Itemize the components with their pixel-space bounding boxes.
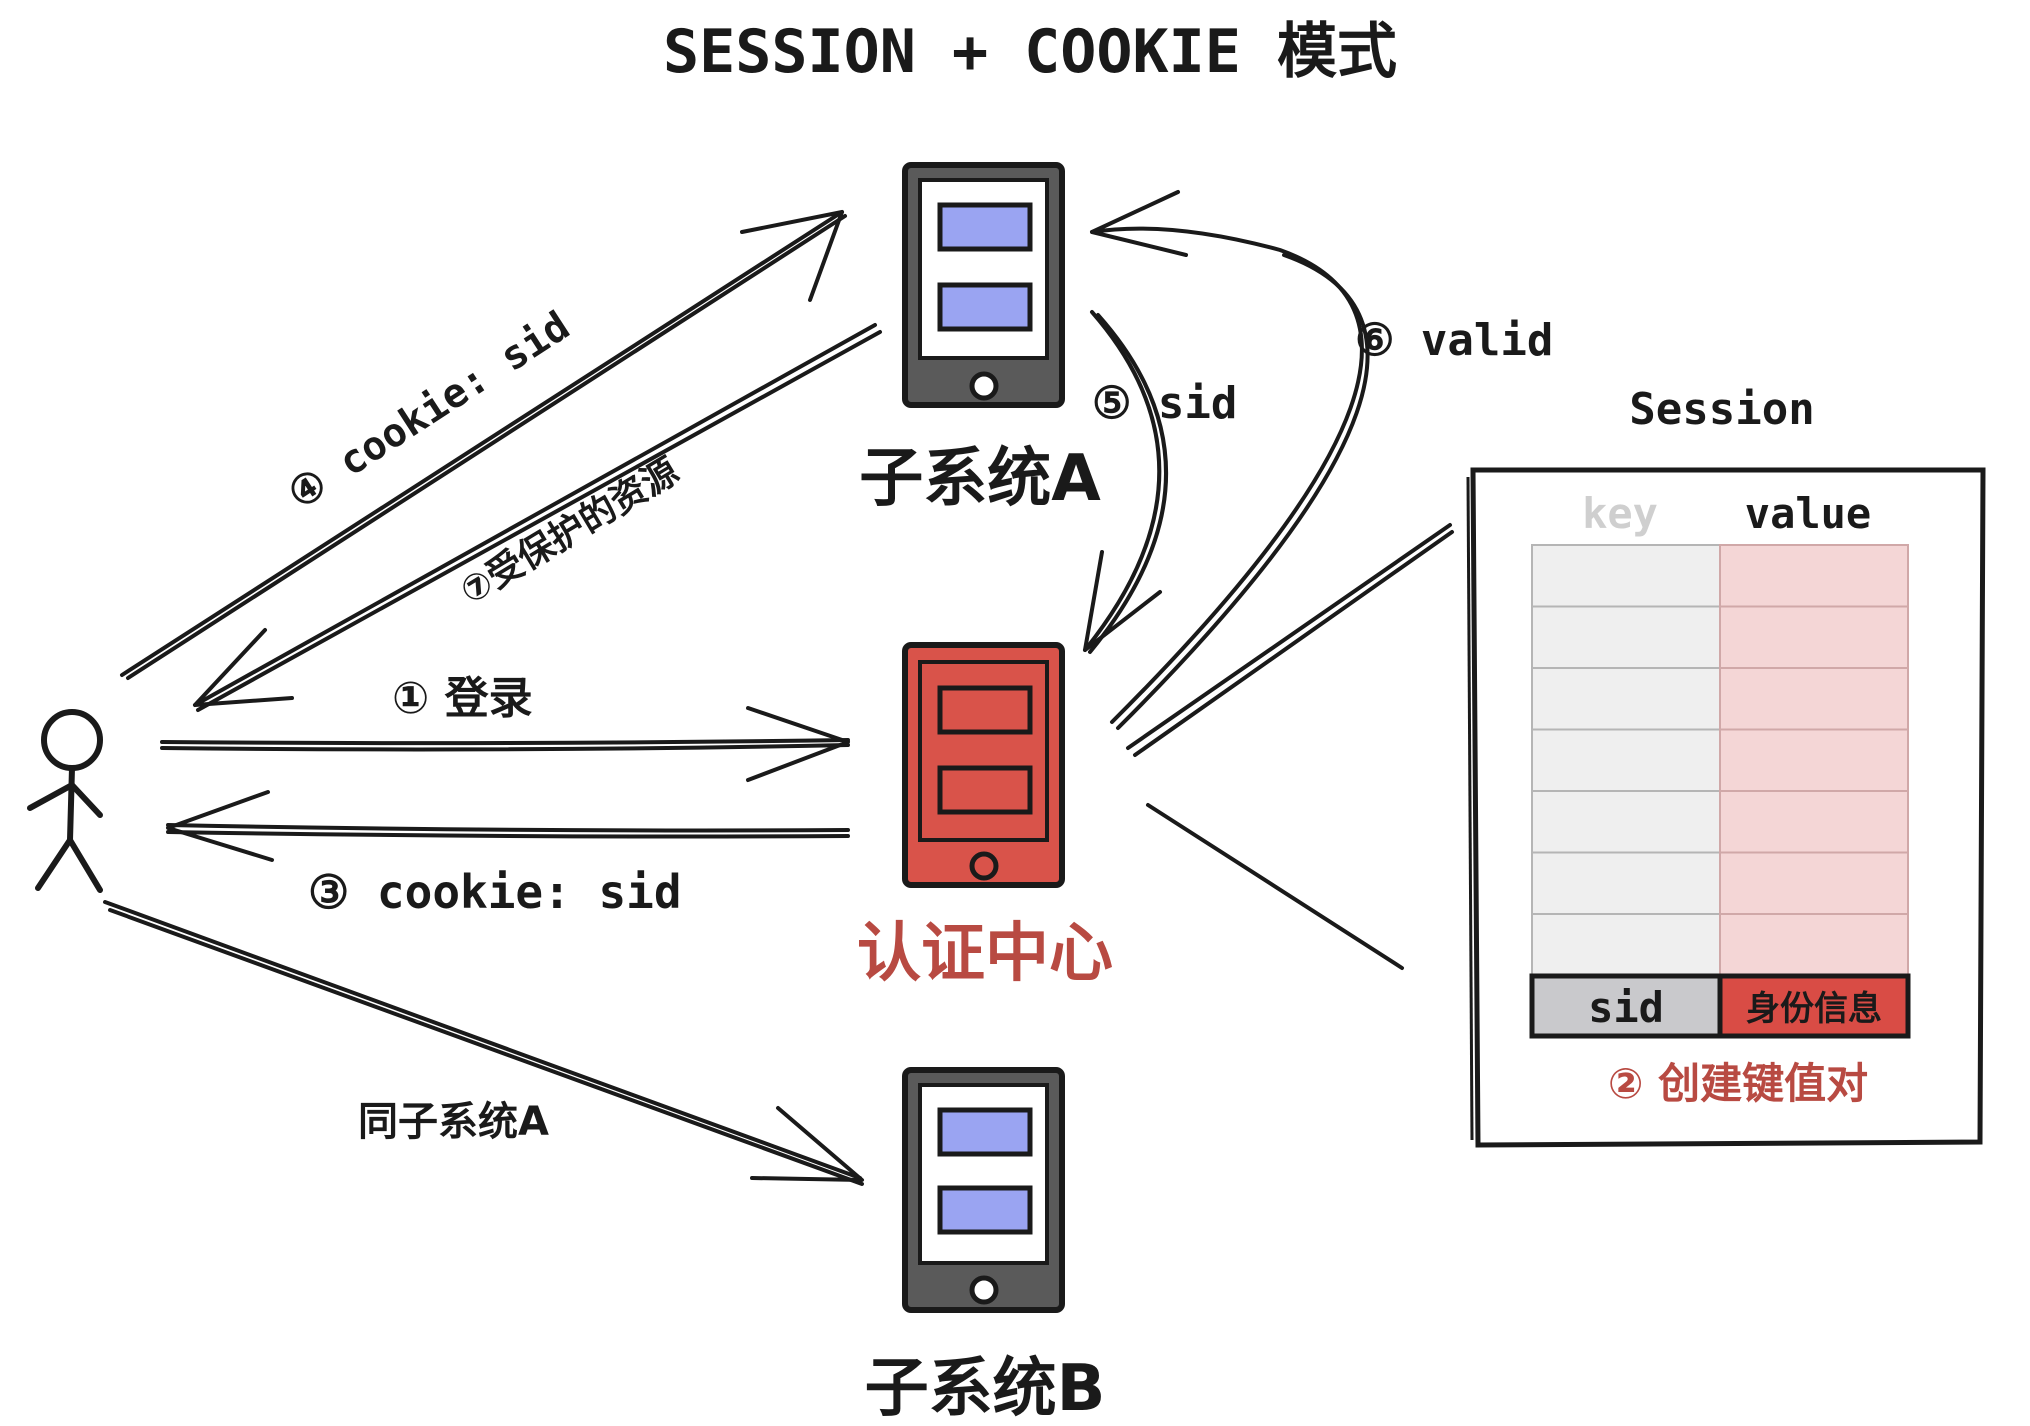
session-value-cell: [1719, 790, 1909, 854]
arrow-cookie-to-user: [166, 790, 850, 862]
edge-label-cookie-sid-3: ③ cookie: sid: [308, 865, 682, 919]
session-caption: ② 创建键值对: [1608, 1059, 1868, 1108]
arrow-user-to-subsystem-b: [103, 900, 864, 1186]
session-row-sid: [1529, 973, 1911, 1039]
auth-center-device-icon: [902, 642, 1065, 888]
session-value-cell: [1719, 544, 1909, 608]
subsystem-b-device-icon: [902, 1067, 1065, 1313]
session-header-value: value: [1745, 489, 1871, 538]
session-title: Session: [1629, 384, 1814, 435]
diagram-title: SESSION + COOKIE 模式: [663, 17, 1397, 87]
subsystem-b-label: 子系统B: [865, 1352, 1106, 1426]
session-key-cell: [1531, 667, 1721, 731]
edge-label-same-as-subsystem-a: 同子系统A: [358, 1099, 549, 1145]
session-key-cell: [1531, 790, 1721, 854]
connector-auth-to-session: [1126, 523, 1454, 970]
session-cell-sid: sid: [1588, 983, 1664, 1032]
auth-center-label: 认证中心: [857, 917, 1113, 991]
session-value-cell: [1719, 728, 1909, 792]
session-value-cell: [1719, 913, 1909, 977]
edge-label-login: ① 登录: [392, 673, 533, 724]
user-stick-figure-icon: [27, 709, 103, 893]
edge-label-sid-5: ⑤ sid: [1092, 378, 1237, 429]
arrow-protected-resource-to-user: [193, 323, 882, 712]
session-header-key: key: [1582, 489, 1658, 538]
session-key-cell: [1531, 851, 1721, 915]
edge-label-protected-resource: ⑦受保护的资源: [454, 451, 686, 613]
session-key-cell: [1531, 605, 1721, 669]
session-value-cell: [1719, 605, 1909, 669]
arrow-cookie-to-subsystem-a: [120, 210, 847, 680]
session-key-cell: [1531, 728, 1721, 792]
arrow-valid-to-subsystem-a: [1090, 190, 1370, 730]
arrow-login-to-auth-center: [160, 706, 850, 782]
session-key-cell: [1531, 544, 1721, 608]
edge-label-valid-6: ⑥ valid: [1355, 315, 1553, 366]
session-value-cell: [1719, 851, 1909, 915]
session-table: [1531, 544, 1909, 977]
subsystem-a-device-icon: [902, 162, 1065, 408]
arrow-sid-to-auth-center: [1083, 310, 1169, 654]
session-key-cell: [1531, 913, 1721, 977]
session-value-cell: [1719, 667, 1909, 731]
subsystem-a-label: 子系统A: [859, 442, 1101, 516]
session-cell-identity: 身份信息: [1746, 989, 1882, 1029]
